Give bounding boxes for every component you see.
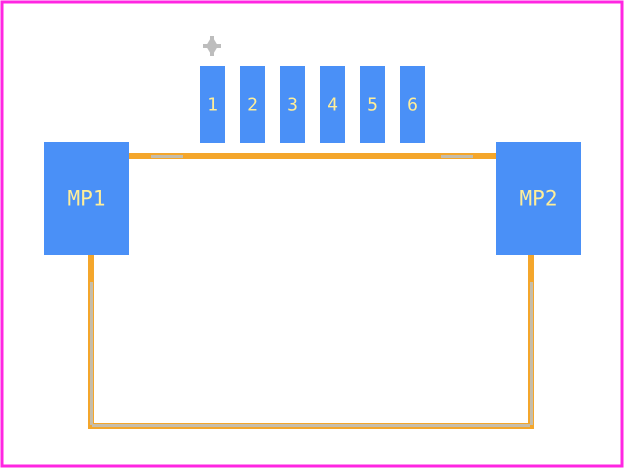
pin-2-pad — [240, 66, 265, 143]
pin1-marker-icon — [203, 36, 221, 56]
pin-2-label: 2 — [247, 95, 258, 116]
pin-3-pad — [280, 66, 305, 143]
mounting-pads: MP1 MP2 — [44, 142, 581, 255]
mounting-pad-2 — [496, 142, 581, 255]
signal-pins: 1 2 3 4 5 6 — [200, 66, 425, 143]
courtyard-left-line — [90, 282, 93, 425]
pin-4-pad — [320, 66, 345, 143]
courtyard-mark-right — [441, 155, 473, 158]
pin-1-label: 1 — [207, 95, 218, 116]
pin-4-label: 4 — [327, 95, 338, 116]
mounting-pad-2-label: MP2 — [520, 187, 558, 211]
pin-6-label: 6 — [407, 95, 418, 116]
pin-3-label: 3 — [287, 95, 298, 116]
courtyard-right-line — [530, 282, 533, 425]
mounting-pad-1-label: MP1 — [68, 187, 106, 211]
silkscreen-top-line — [129, 153, 496, 159]
mounting-pad-1 — [44, 142, 129, 255]
pin-5-label: 5 — [367, 95, 378, 116]
pin-5-pad — [360, 66, 385, 143]
pin-1-pad — [200, 66, 225, 143]
pin-6-pad — [400, 66, 425, 143]
courtyard-mark-left — [151, 155, 183, 158]
courtyard-bottom-line — [92, 424, 530, 427]
